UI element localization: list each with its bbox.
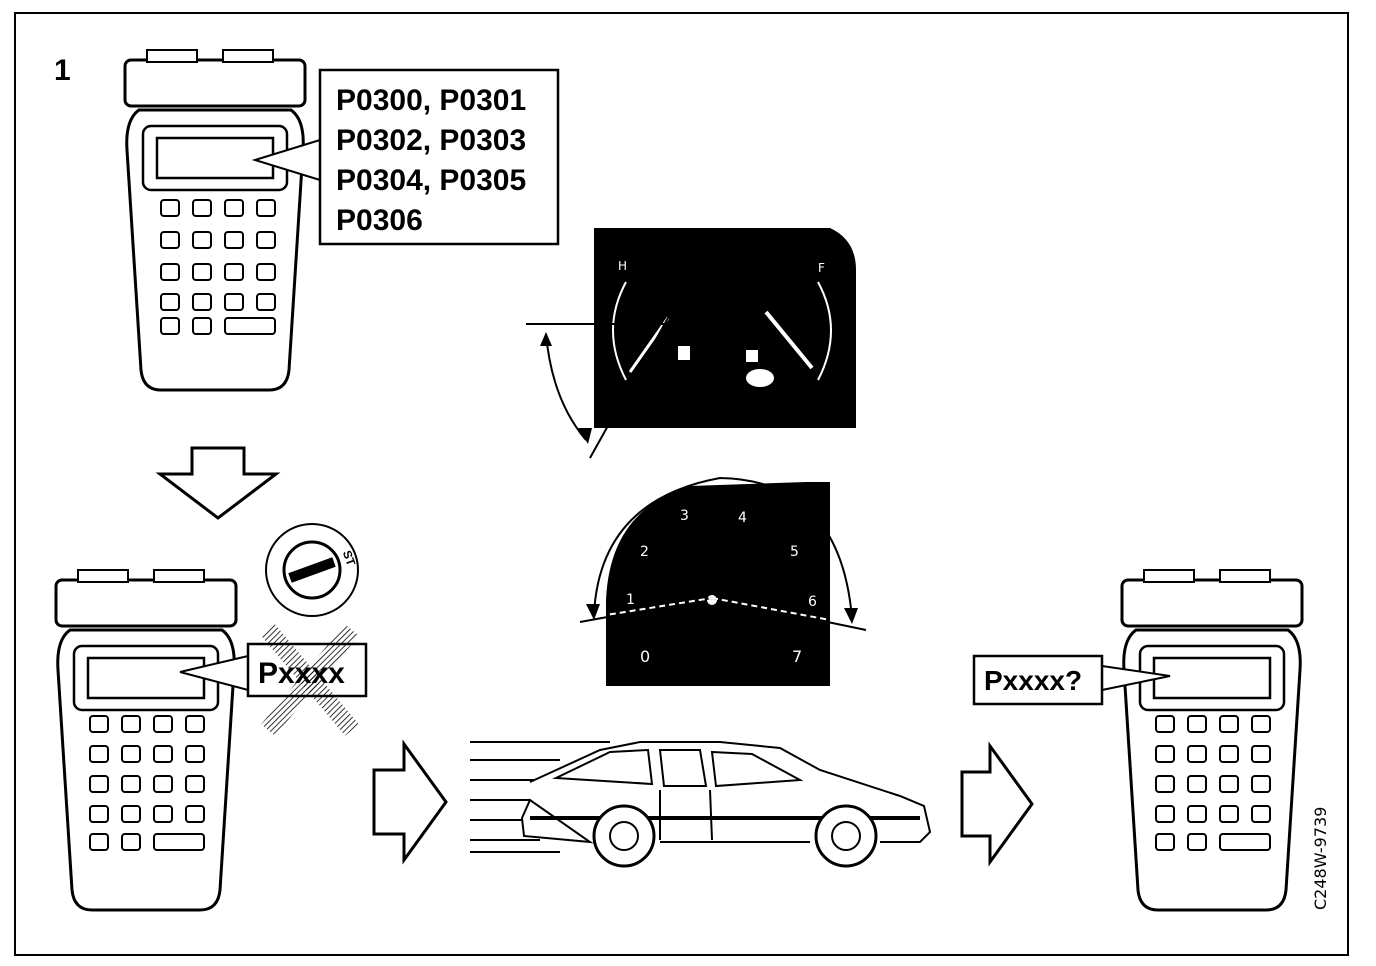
right-arrow-icon-2 bbox=[960, 741, 1034, 867]
tach-number-5: 5 bbox=[790, 544, 799, 560]
needle-line bbox=[589, 317, 669, 459]
tach-number-4: 4 bbox=[738, 510, 747, 526]
scan-tool-bottom-left bbox=[54, 568, 238, 912]
scan-tool-top bbox=[123, 48, 307, 392]
step-number: 1 bbox=[54, 54, 71, 87]
svg-text:H: H bbox=[618, 259, 627, 273]
svg-text:F: F bbox=[818, 261, 825, 275]
question-code-box: Pxxxx? bbox=[972, 654, 1104, 706]
code-line-2: P0302, P0303 bbox=[336, 124, 526, 157]
down-arrow-icon bbox=[155, 446, 281, 520]
question-code-text: Pxxxx? bbox=[984, 665, 1082, 696]
tach-high-line bbox=[711, 597, 867, 631]
ignition-label: ST bbox=[340, 548, 359, 568]
figure-id: C248W-9739 bbox=[1311, 807, 1330, 910]
tach-number-0: 0 bbox=[640, 647, 650, 666]
tach-number-7: 7 bbox=[792, 647, 802, 666]
ignition-switch-icon: ST bbox=[265, 523, 359, 617]
crossed-code-box: Pxxxx bbox=[246, 624, 368, 736]
right-arrow-icon-1 bbox=[372, 739, 448, 865]
tach-number-3: 3 bbox=[680, 508, 689, 524]
angle-arc bbox=[545, 333, 587, 441]
scan-tool-bottom-right bbox=[1120, 568, 1304, 912]
figure-frame bbox=[14, 12, 1349, 956]
temperature-fuel-gauge: H F bbox=[594, 228, 856, 428]
tach-number-6: 6 bbox=[808, 594, 817, 610]
tach-number-2: 2 bbox=[640, 544, 649, 560]
tachometer: 0 1 2 3 4 5 6 7 bbox=[606, 482, 830, 686]
car-icon bbox=[470, 741, 932, 868]
code-line-3: P0304, P0305 bbox=[336, 164, 526, 197]
code-line-4: P0306 bbox=[336, 204, 423, 237]
code-box: P0300, P0301 P0302, P0303 P0304, P0305 P… bbox=[318, 68, 560, 246]
tach-sweep-arc bbox=[593, 476, 853, 619]
tach-number-1: 1 bbox=[626, 592, 635, 608]
code-line-1: P0300, P0301 bbox=[336, 84, 526, 117]
